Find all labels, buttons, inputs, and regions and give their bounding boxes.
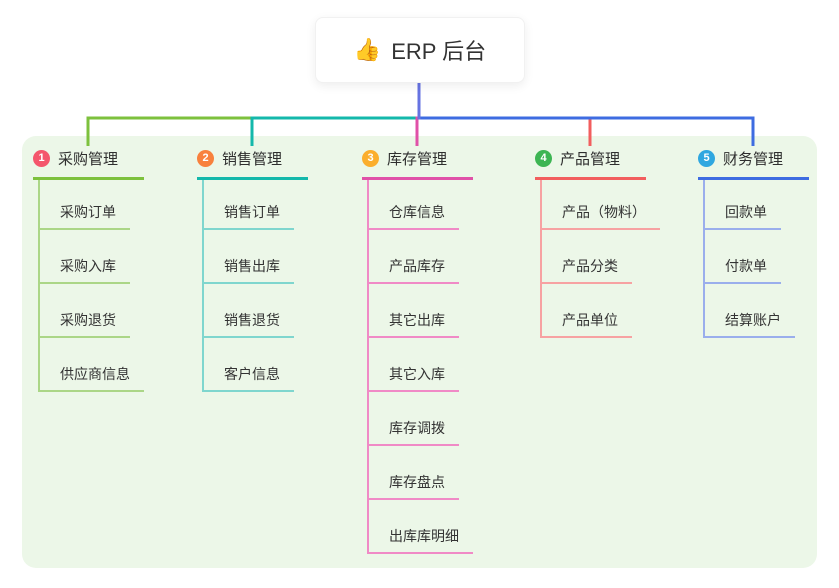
branch-number-badge: 3 (362, 150, 379, 167)
child-node[interactable]: 销售退货 (204, 284, 294, 338)
child-node[interactable]: 付款单 (705, 230, 781, 284)
child-node[interactable]: 产品分类 (542, 230, 632, 284)
branch-number-badge: 5 (698, 150, 715, 167)
child-node[interactable]: 产品单位 (542, 284, 632, 338)
branch-title-1[interactable]: 1 采购管理 (33, 148, 145, 180)
branch-column-1: 1 采购管理采购订单采购入库采购退货供应商信息 (33, 148, 145, 392)
child-node[interactable]: 供应商信息 (40, 338, 144, 392)
branch-label: 库存管理 (387, 151, 448, 168)
branch-label: 财务管理 (723, 151, 784, 168)
child-node[interactable]: 回款单 (705, 180, 781, 230)
branch-label: 产品管理 (560, 151, 621, 168)
child-node[interactable]: 结算账户 (705, 284, 795, 338)
branch-children: 产品（物料）产品分类产品单位 (540, 180, 660, 338)
branch-column-3: 3 库存管理仓库信息产品库存其它出库其它入库库存调拨库存盘点出库库明细 (362, 148, 474, 554)
branch-column-4: 4 产品管理产品（物料）产品分类产品单位 (535, 148, 660, 338)
branch-column-2: 2 销售管理销售订单销售出库销售退货客户信息 (197, 148, 309, 392)
child-node[interactable]: 产品（物料） (542, 180, 660, 230)
branch-children: 仓库信息产品库存其它出库其它入库库存调拨库存盘点出库库明细 (367, 180, 473, 554)
child-node[interactable]: 采购退货 (40, 284, 130, 338)
child-node[interactable]: 采购入库 (40, 230, 130, 284)
branch-label: 采购管理 (58, 151, 119, 168)
child-node[interactable]: 库存调拨 (369, 392, 459, 446)
branch-title-3[interactable]: 3 库存管理 (362, 148, 474, 180)
branch-column-5: 5 财务管理回款单付款单结算账户 (698, 148, 810, 338)
child-node[interactable]: 采购订单 (40, 180, 130, 230)
branch-children: 销售订单销售出库销售退货客户信息 (202, 180, 308, 392)
child-node[interactable]: 销售出库 (204, 230, 294, 284)
child-node[interactable]: 出库库明细 (369, 500, 473, 554)
child-node[interactable]: 其它入库 (369, 338, 459, 392)
thumbs-up-icon: 👍 (353, 37, 382, 62)
branch-title-5[interactable]: 5 财务管理 (698, 148, 810, 180)
branch-children: 回款单付款单结算账户 (703, 180, 809, 338)
mindmap-background-panel (22, 136, 817, 568)
root-node[interactable]: 👍 ERP 后台 (315, 17, 525, 83)
branch-label: 销售管理 (222, 151, 283, 168)
child-node[interactable]: 仓库信息 (369, 180, 459, 230)
child-node[interactable]: 客户信息 (204, 338, 294, 392)
root-label: ERP 后台 (391, 39, 487, 64)
branch-number-badge: 4 (535, 150, 552, 167)
branch-title-4[interactable]: 4 产品管理 (535, 148, 647, 180)
branch-number-badge: 1 (33, 150, 50, 167)
child-node[interactable]: 库存盘点 (369, 446, 459, 500)
child-node[interactable]: 销售订单 (204, 180, 294, 230)
branch-children: 采购订单采购入库采购退货供应商信息 (38, 180, 144, 392)
branch-title-2[interactable]: 2 销售管理 (197, 148, 309, 180)
child-node[interactable]: 产品库存 (369, 230, 459, 284)
child-node[interactable]: 其它出库 (369, 284, 459, 338)
branch-number-badge: 2 (197, 150, 214, 167)
